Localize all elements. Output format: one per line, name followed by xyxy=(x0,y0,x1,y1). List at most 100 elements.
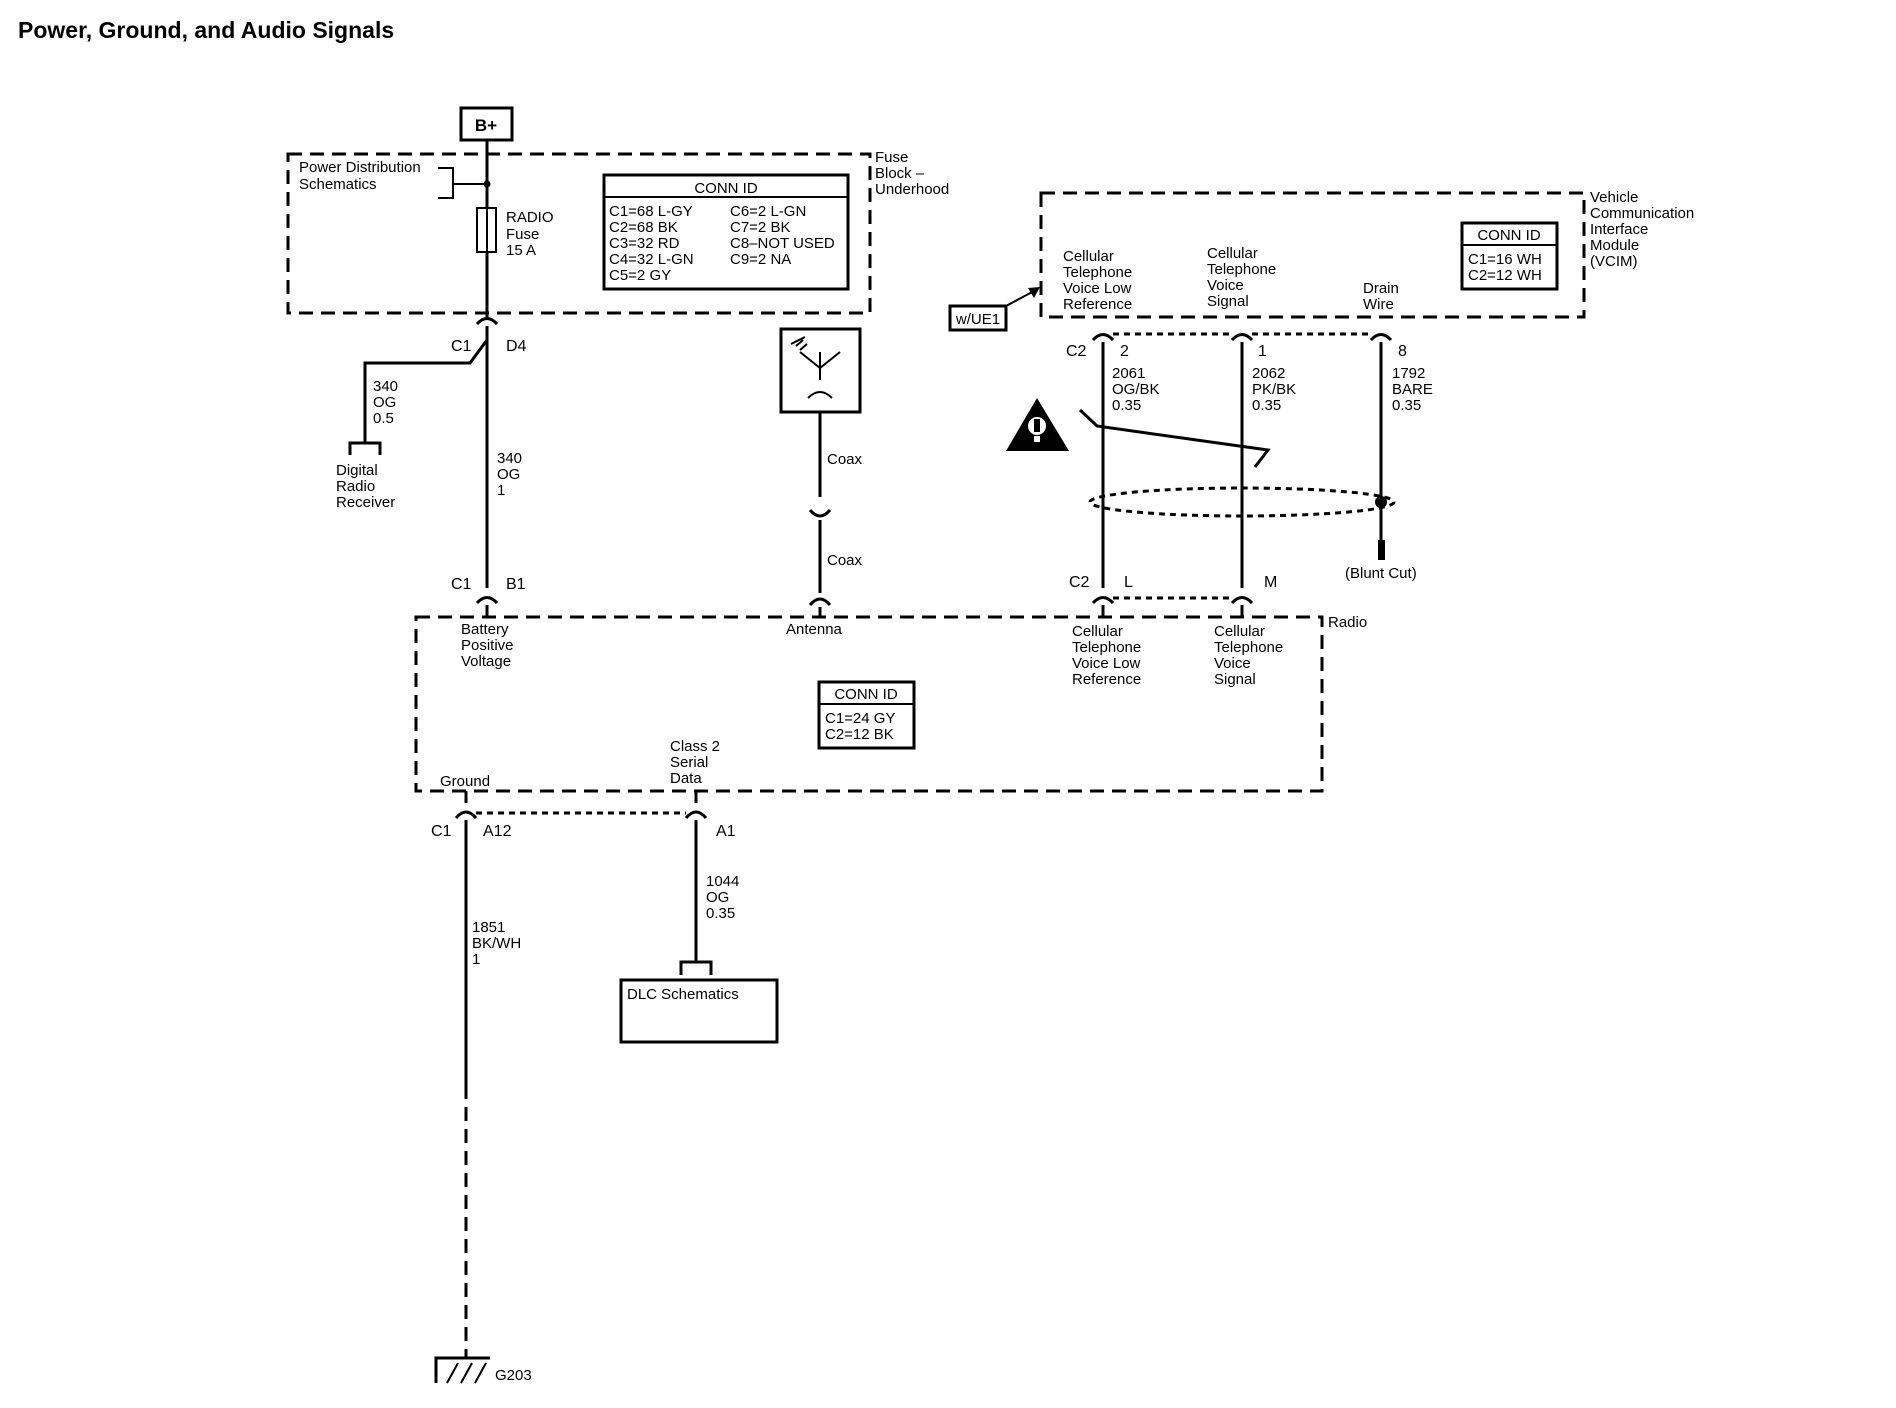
radio-cell-sig-label-3: Voice xyxy=(1214,655,1251,672)
vcim-cell-sig-label-2: Telephone xyxy=(1207,261,1276,278)
ground-point-label: G203 xyxy=(495,1367,532,1384)
dlc-schematics-box xyxy=(619,978,779,1044)
antenna-icon xyxy=(779,327,862,414)
class2-pin: A1 xyxy=(716,823,736,840)
vcim-cell-sig-label-3: Voice xyxy=(1207,277,1244,294)
vcim-cell-low-label-2: Telephone xyxy=(1063,264,1132,281)
digital-radio-wire xyxy=(363,339,489,443)
vcim-conn-id-header: CONN ID xyxy=(1477,227,1541,244)
vcim-name-1: Vehicle xyxy=(1590,189,1638,206)
connector-radio-pin-m xyxy=(1230,596,1254,605)
connector-c1-d4 xyxy=(475,317,499,326)
fuse-conn-id-table: CONN ID C1=68 L-GY C2=68 BK C3=32 RD C4=… xyxy=(602,173,850,291)
radio-pin-l: L xyxy=(1124,574,1133,591)
class2-label-1: Class 2 xyxy=(670,738,720,755)
fuse-conn-id-header: CONN ID xyxy=(694,180,758,197)
wire-2062-color: PK/BK xyxy=(1252,381,1296,398)
ground-wire-2: BK/WH xyxy=(472,935,521,952)
option-ue1-badge: w/UE1 xyxy=(948,304,1008,332)
radio-c2-conn: C2 xyxy=(1069,574,1090,591)
fuse-block-name-2: Block – xyxy=(875,165,925,182)
vcim-boundary xyxy=(1039,191,1586,319)
wire-2062-size: 0.35 xyxy=(1252,397,1281,414)
vcim-cell-sig-label-1: Cellular xyxy=(1207,245,1258,262)
antenna-label: Antenna xyxy=(786,621,843,638)
connector-c1-a12 xyxy=(454,810,478,820)
radio-conn-id-table: CONN ID C1=24 GY C2=12 BK xyxy=(817,680,916,750)
connector-c1-b1 xyxy=(475,596,499,605)
vcim-name-4: Module xyxy=(1590,237,1639,254)
warning-icon xyxy=(1006,398,1069,451)
fuse-conn-id-right-4: C9=2 NA xyxy=(730,251,791,268)
radio-conn-id-row-1: C1=24 GY xyxy=(825,710,895,727)
fuse-conn-id-right-1: C6=2 L-GN xyxy=(730,203,806,220)
battery-wire-1: 340 xyxy=(497,450,522,467)
fuse-block-name: Fuse Block – Underhood xyxy=(875,149,949,198)
ground-conn: C1 xyxy=(431,823,452,840)
dlc-label: DLC Schematics xyxy=(627,986,739,1003)
digital-radio-name-3: Receiver xyxy=(336,494,395,511)
power-distribution-label-1: Power Distribution xyxy=(299,159,421,176)
dlc-wire-1: 1044 xyxy=(706,873,739,890)
radio-cell-low-label-4: Reference xyxy=(1072,671,1141,688)
connector-antenna xyxy=(808,597,832,607)
vcim-cell-low-label-1: Cellular xyxy=(1063,248,1114,265)
fuse-block-boundary xyxy=(286,152,872,315)
vcim-pin-8: 8 xyxy=(1398,343,1407,360)
vcim-pin-2: 2 xyxy=(1120,343,1129,360)
vcim-conn-id-row-2: C2=12 WH xyxy=(1468,267,1542,284)
wire-2062-num: 2062 xyxy=(1252,365,1285,382)
blunt-cut-terminal xyxy=(1378,540,1385,560)
connector-vcim-pin-8 xyxy=(1369,333,1393,342)
battery-wire-2: OG xyxy=(497,466,520,483)
digital-radio-wire-2: OG xyxy=(373,394,396,411)
vcim-cell-low-label-4: Reference xyxy=(1063,296,1132,313)
fuse-label-3: 15 A xyxy=(506,242,536,259)
digital-radio-wire-3: 0.5 xyxy=(373,410,394,427)
radio-pin-m: M xyxy=(1264,574,1277,591)
twisted-pair-symbol xyxy=(1078,408,1271,468)
wire-1792-color: BARE xyxy=(1392,381,1433,398)
option-ue1-label: w/UE1 xyxy=(955,311,1000,328)
wire-2061-color: OG/BK xyxy=(1112,381,1160,398)
fuse-conn-id-right-2: C7=2 BK xyxy=(730,219,790,236)
option-arrow xyxy=(1028,287,1040,298)
wire-1792-size: 0.35 xyxy=(1392,397,1421,414)
dlc-terminal xyxy=(679,960,713,975)
dlc-wire-3: 0.35 xyxy=(706,905,735,922)
power-distribution-label-2: Schematics xyxy=(299,176,377,193)
ground-wire-3: 1 xyxy=(472,951,480,968)
class2-label-2: Serial xyxy=(670,754,708,771)
connector-vcim-pin-2 xyxy=(1091,333,1115,342)
fuse-block-name-1: Fuse xyxy=(875,149,908,166)
wire-2061-size: 0.35 xyxy=(1112,397,1141,414)
fuse-conn-id-left-3: C3=32 RD xyxy=(609,235,680,252)
radio-cell-low-label-1: Cellular xyxy=(1072,623,1123,640)
wire-2061-num: 2061 xyxy=(1112,365,1145,382)
coax-connector xyxy=(808,508,832,518)
digital-radio-terminal xyxy=(348,441,382,455)
class2-label-3: Data xyxy=(670,770,702,787)
radio-cell-low-label-2: Telephone xyxy=(1072,639,1141,656)
page-title: Power, Ground, and Audio Signals xyxy=(18,17,394,43)
vcim-cell-low-label-3: Voice Low xyxy=(1063,280,1132,297)
dlc-wire-2: OG xyxy=(706,889,729,906)
radio-cell-low-label-3: Voice Low xyxy=(1072,655,1141,672)
battery-label-2: Positive xyxy=(461,637,514,654)
radio-conn-id-row-2: C2=12 BK xyxy=(825,726,894,743)
vcim-name: Vehicle Communication Interface Module (… xyxy=(1590,189,1694,270)
fuse-conn-id-left-1: C1=68 L-GY xyxy=(609,203,693,220)
bplus-label: B+ xyxy=(475,116,497,135)
radio-cell-sig-label-1: Cellular xyxy=(1214,623,1265,640)
battery-label-1: Battery xyxy=(461,621,509,638)
coax-label-1: Coax xyxy=(827,451,863,468)
coax-label-2: Coax xyxy=(827,552,863,569)
fuse-conn-id-left-4: C4=32 L-GN xyxy=(609,251,694,268)
vcim-conn-id-row-1: C1=16 WH xyxy=(1468,251,1542,268)
blunt-cut-label: (Blunt Cut) xyxy=(1345,565,1417,582)
radio-boundary xyxy=(414,615,1324,793)
digital-radio-name-2: Radio xyxy=(336,478,375,495)
connector-vcim-pin-1 xyxy=(1230,333,1254,342)
fuse-conn-id-left-2: C2=68 BK xyxy=(609,219,678,236)
power-distribution-bracket xyxy=(438,167,487,199)
